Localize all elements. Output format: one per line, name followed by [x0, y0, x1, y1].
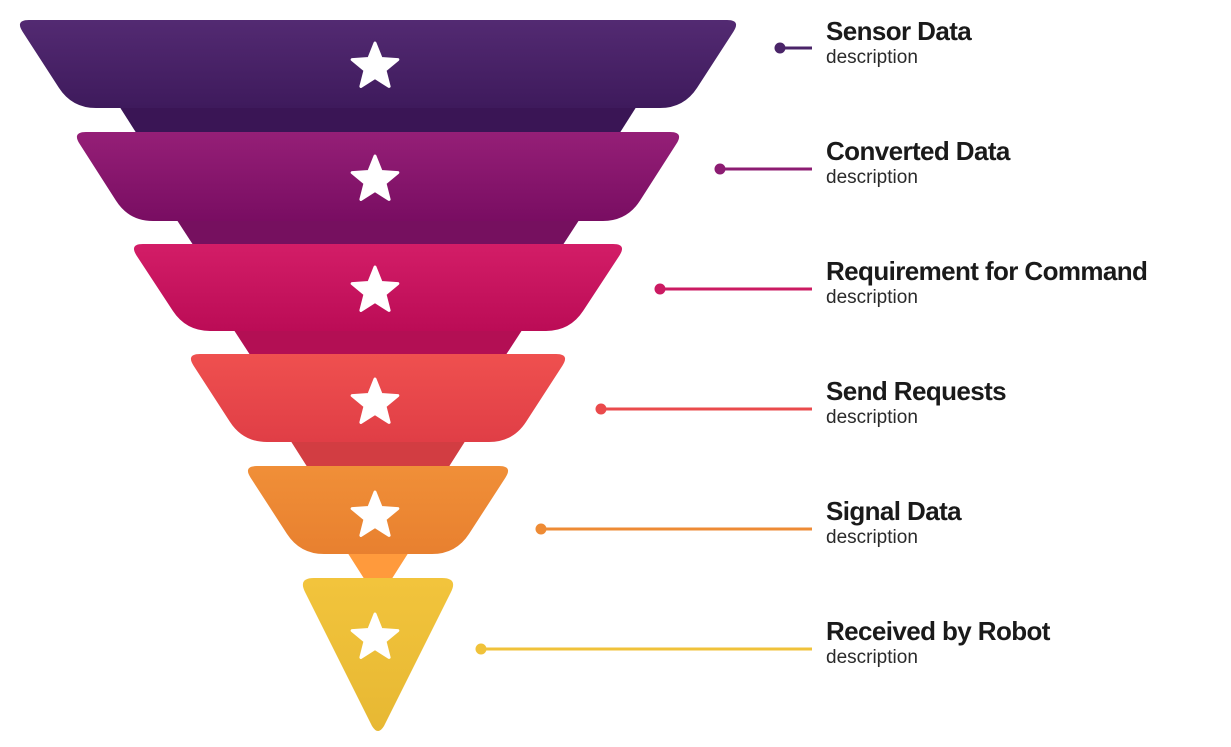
- stage-title: Sensor Data: [826, 16, 972, 46]
- stage-title: Received by Robot: [826, 616, 1050, 646]
- stage-title: Send Requests: [826, 376, 1007, 406]
- stage-label-sensor-data: Sensor Data description: [826, 16, 972, 69]
- stage-description: description: [826, 167, 918, 188]
- stage-title: Signal Data: [826, 496, 962, 526]
- stage-label-requirement-for-command: Requirement for Command description: [826, 256, 1148, 309]
- stage-description: description: [826, 527, 918, 548]
- star-icon: [350, 154, 400, 201]
- stage-label-converted-data: Converted Data description: [826, 136, 1010, 189]
- stage-label-signal-data: Signal Data description: [826, 496, 962, 549]
- leader-dot-sensor-data: [774, 42, 786, 54]
- funnel-tip-received-by-robot: [302, 578, 454, 731]
- star-icon: [350, 41, 400, 88]
- funnel-connector-sensor-data: [114, 98, 642, 142]
- stage-title: Converted Data: [826, 136, 1010, 166]
- funnel-connector-send-requests: [285, 432, 471, 476]
- funnel-connector-signal-data: [342, 544, 414, 588]
- star-icon: [350, 377, 400, 424]
- stage-label-received-by-robot: Received by Robot description: [826, 616, 1050, 669]
- stage-description: description: [826, 647, 918, 668]
- stage-description: description: [826, 47, 918, 68]
- leader-dot-converted-data: [714, 163, 726, 175]
- star-icon: [350, 490, 400, 537]
- leader-dot-send-requests: [595, 403, 607, 415]
- stage-title: Requirement for Command: [826, 256, 1148, 286]
- star-icon: [350, 612, 400, 659]
- leader-dot-requirement-for-command: [654, 283, 666, 295]
- star-icon: [350, 265, 400, 312]
- stage-description: description: [826, 407, 918, 428]
- funnel-connector-converted-data: [171, 211, 585, 254]
- leader-dot-received-by-robot: [475, 643, 487, 655]
- leader-dot-signal-data: [535, 523, 547, 535]
- stage-description: description: [826, 287, 918, 308]
- funnel-connector-requirement-for-command: [228, 321, 528, 364]
- stage-label-send-requests: Send Requests description: [826, 376, 1007, 429]
